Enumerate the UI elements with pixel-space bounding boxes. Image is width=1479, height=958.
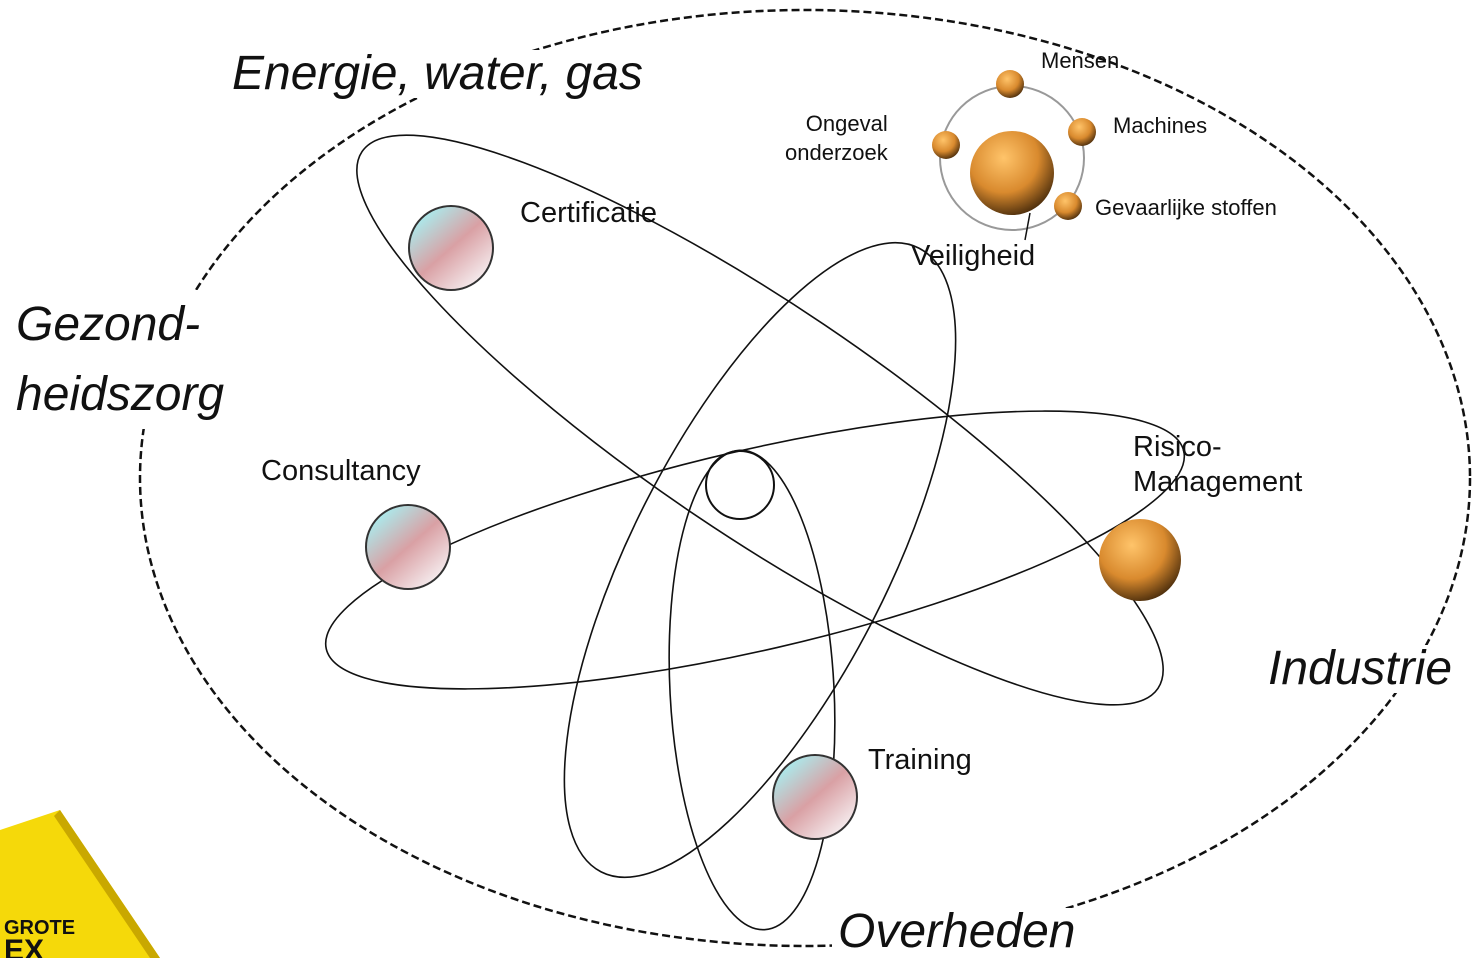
orbit-certificatie <box>356 134 1164 706</box>
ongeval-onderzoek-label: Ongeval onderzoek <box>785 111 888 165</box>
sector-industrie-label: Industrie <box>1262 645 1459 693</box>
certificatie-label: Certificatie <box>520 197 657 229</box>
ongeval-onderzoek-satellite[interactable] <box>932 131 960 159</box>
consultancy-sphere[interactable] <box>365 504 451 590</box>
sector-energie-label: Energie, water, gas <box>226 50 649 98</box>
nucleus <box>705 450 775 520</box>
training-sphere[interactable] <box>772 754 858 840</box>
orbit-veiligheid <box>563 241 957 879</box>
logo-yellow-shape <box>0 810 160 958</box>
mensen-satellite[interactable] <box>996 70 1024 98</box>
gevaarlijke-stoffen-satellite[interactable] <box>1054 192 1082 220</box>
veiligheid-sphere[interactable] <box>970 131 1054 215</box>
risico-management-label: Risico- Management <box>1133 431 1303 498</box>
machines-satellite[interactable] <box>1068 118 1096 146</box>
corner-logo: GROTE EX <box>0 810 160 958</box>
sector-gezondheidszorg-label: Gezond- heidszorg <box>10 290 231 430</box>
certificatie-sphere[interactable] <box>408 205 494 291</box>
consultancy-label: Consultancy <box>261 455 421 487</box>
veiligheid-label: Veiligheid <box>911 240 1036 272</box>
gevaarlijke-stoffen-label: Gevaarlijke stoffen <box>1095 195 1277 220</box>
risico-management-sphere[interactable] <box>1099 519 1181 601</box>
logo-text-top: GROTE <box>4 917 75 939</box>
logo-text-bottom: EX <box>4 934 44 958</box>
orbit-training <box>668 449 836 931</box>
veiligheid-pointer <box>1024 212 1031 241</box>
machines-label: Machines <box>1113 113 1208 138</box>
outer-boundary <box>138 8 1472 948</box>
mensen-label: Mensen <box>1041 48 1120 73</box>
sector-overheden-label: Overheden <box>832 908 1082 956</box>
training-label: Training <box>868 744 972 776</box>
